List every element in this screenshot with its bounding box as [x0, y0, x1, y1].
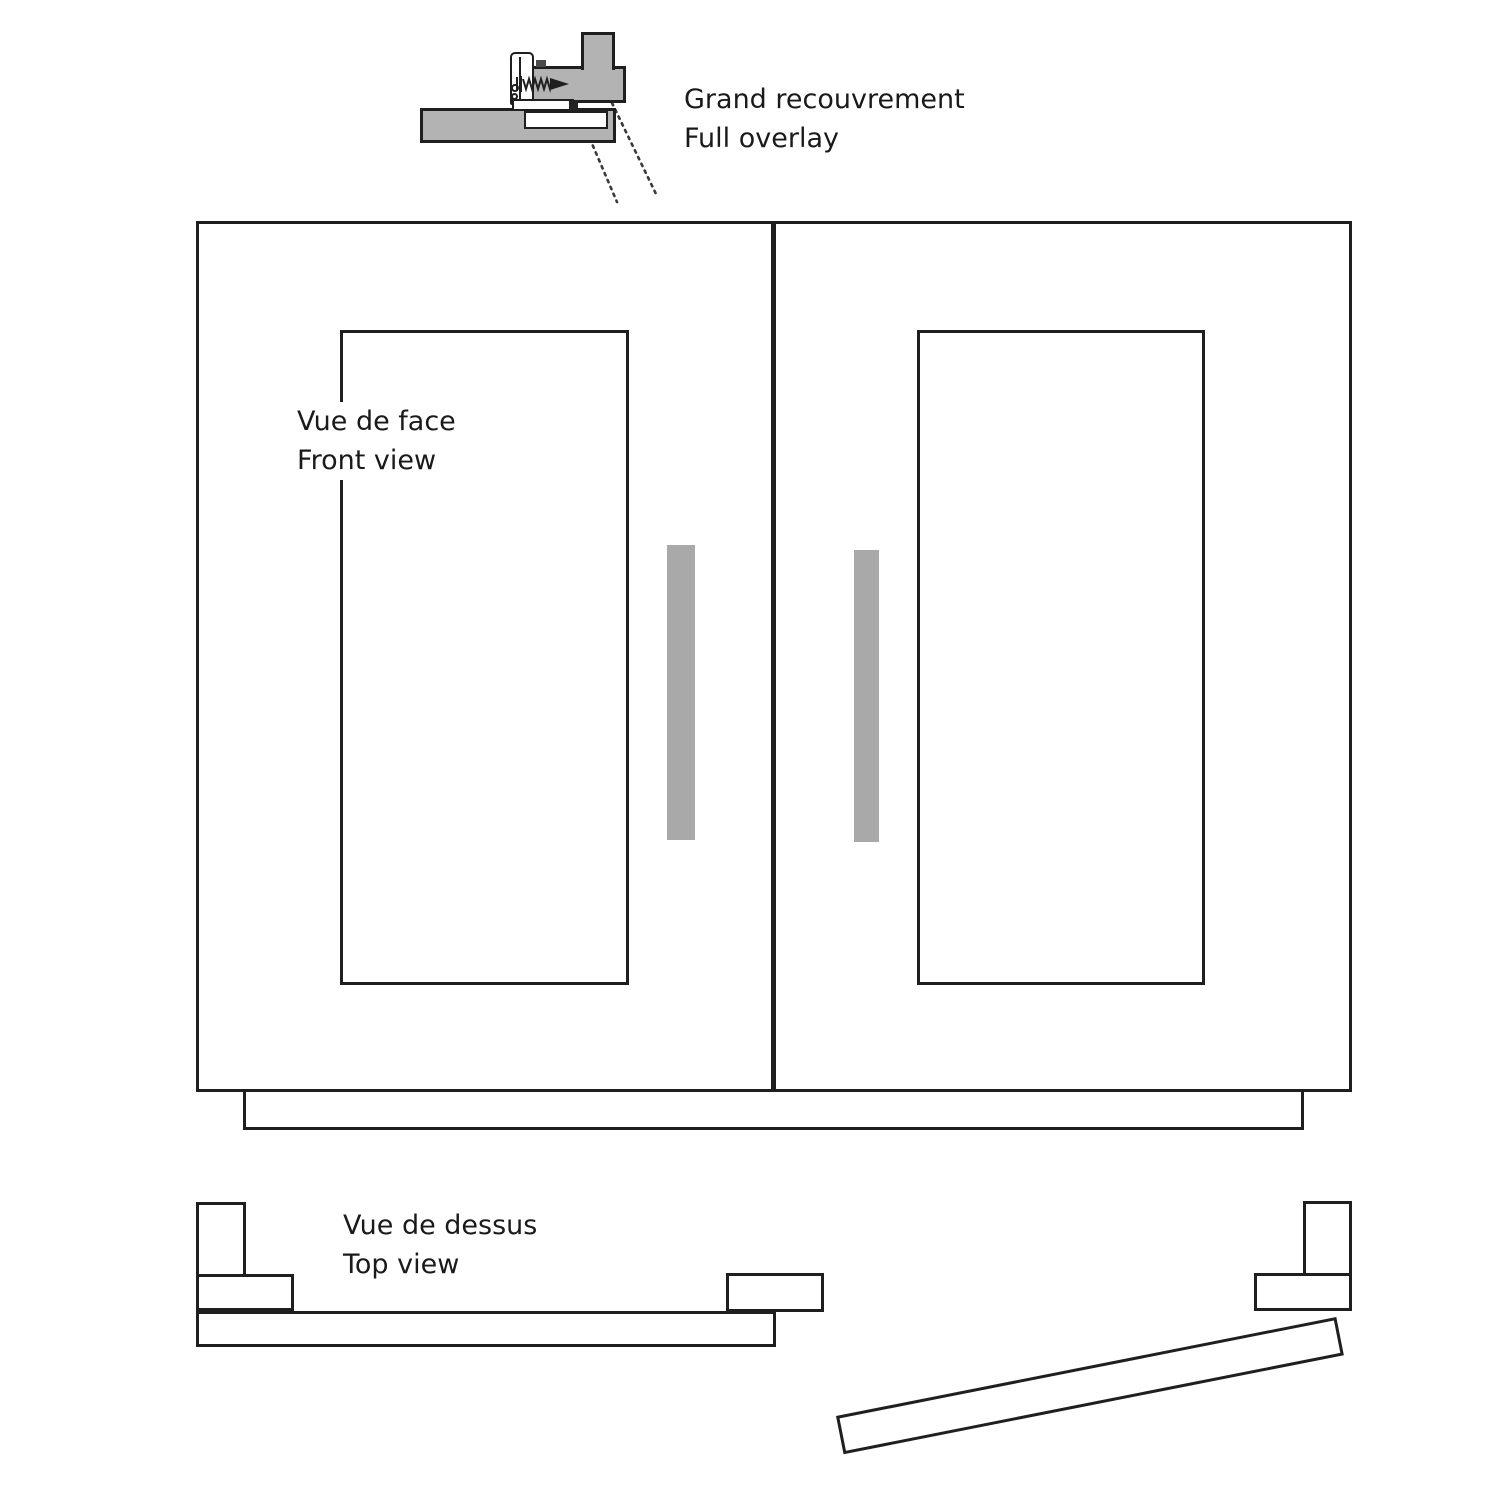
- top-view-right-hinge: [1254, 1273, 1352, 1311]
- hinge-cup-recess: [524, 111, 608, 129]
- left-door-handle: [667, 545, 695, 840]
- screw-icon: [516, 75, 569, 93]
- top-view-caption-french: Vue de dessus: [343, 1210, 538, 1241]
- front-view-caption: Vue de face Front view: [294, 402, 459, 480]
- top-view-middle-hinge: [726, 1273, 824, 1312]
- front-view-caption-english: Front view: [294, 441, 440, 480]
- front-view-door-divider: [771, 221, 776, 1091]
- hinge-side-panel: [581, 32, 615, 70]
- hinge-detail-caption: Grand recouvrement Full overlay: [684, 80, 965, 158]
- hinge-arm: [512, 99, 574, 111]
- hinge-pivot-bottom: [511, 93, 518, 100]
- front-view-caption-french: Vue de face: [294, 402, 459, 441]
- top-view-closed-door: [196, 1311, 776, 1347]
- top-view-left-hinge: [196, 1274, 294, 1311]
- hinge-caption-french: Grand recouvrement: [684, 84, 965, 115]
- hinge-arm-screw: [569, 101, 578, 111]
- hinge-caption-english: Full overlay: [684, 123, 839, 154]
- right-door-handle: [854, 550, 879, 842]
- top-view-right-side-panel: [1303, 1201, 1352, 1278]
- right-door-panel: [917, 330, 1205, 985]
- top-view-caption-english: Top view: [343, 1249, 460, 1280]
- top-view-caption: Vue de dessus Top view: [343, 1206, 537, 1284]
- top-view-open-door: [836, 1316, 1344, 1455]
- hinge-clip-detail: [536, 60, 546, 67]
- front-view-plinth: [243, 1089, 1304, 1130]
- top-view-left-side-panel: [196, 1202, 246, 1278]
